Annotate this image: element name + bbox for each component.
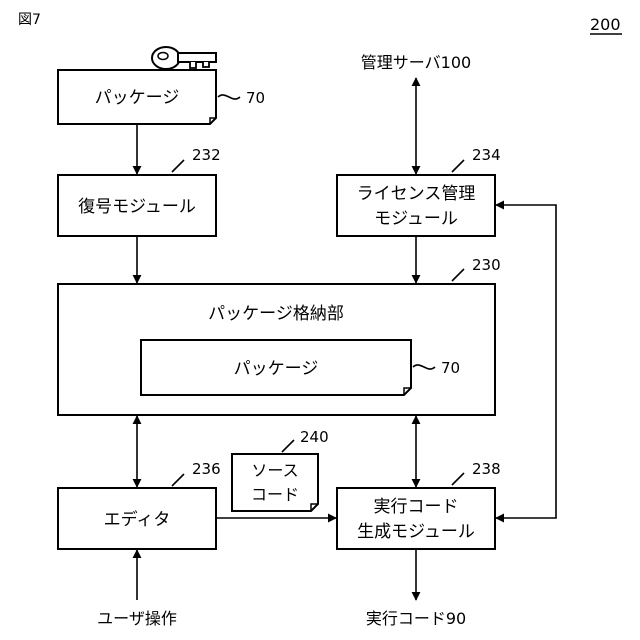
arrow-license-exec-loop	[496, 205, 556, 518]
license-module-block: ライセンス管理 モジュール 234	[337, 146, 501, 236]
package-store-ref: 230	[472, 256, 501, 274]
decrypt-module-label: 復号モジュール	[78, 197, 196, 217]
management-server-label: 管理サーバ100	[361, 53, 471, 72]
package-top-block: パッケージ 70	[58, 70, 265, 124]
license-module-label-line1: ライセンス管理	[357, 184, 476, 204]
source-code-ref: 240	[300, 428, 329, 446]
editor-label: エディタ	[104, 509, 171, 530]
package-store-label: パッケージ格納部	[208, 304, 344, 324]
package-top-label: パッケージ	[95, 88, 180, 108]
source-code-block: ソース コード 240	[232, 428, 329, 511]
decrypt-module-block: 復号モジュール 232	[58, 146, 221, 236]
exec-gen-label-line2: 生成モジュール	[357, 522, 475, 542]
exec-gen-module-block: 実行コード 生成モジュール 238	[337, 460, 501, 549]
license-module-label-line2: モジュール	[374, 209, 458, 229]
exec-gen-label-line1: 実行コード	[374, 497, 459, 517]
exec-gen-ref: 238	[472, 460, 501, 478]
user-operation-label: ユーザ操作	[97, 609, 177, 628]
key-icon	[152, 47, 216, 69]
source-code-label-line1: ソース	[251, 461, 298, 480]
package-inner-ref: 70	[441, 359, 460, 377]
source-code-label-line2: コード	[251, 485, 299, 504]
figure-label: 図7	[18, 12, 41, 28]
decrypt-module-ref: 232	[192, 146, 221, 164]
editor-ref: 236	[192, 460, 221, 478]
package-top-ref: 70	[246, 89, 265, 107]
exec-code-label: 実行コード90	[366, 609, 466, 628]
system-ref: 200	[590, 15, 621, 34]
package-inner-label: パッケージ	[234, 359, 319, 379]
license-module-ref: 234	[472, 146, 501, 164]
editor-block: エディタ 236	[58, 460, 221, 549]
